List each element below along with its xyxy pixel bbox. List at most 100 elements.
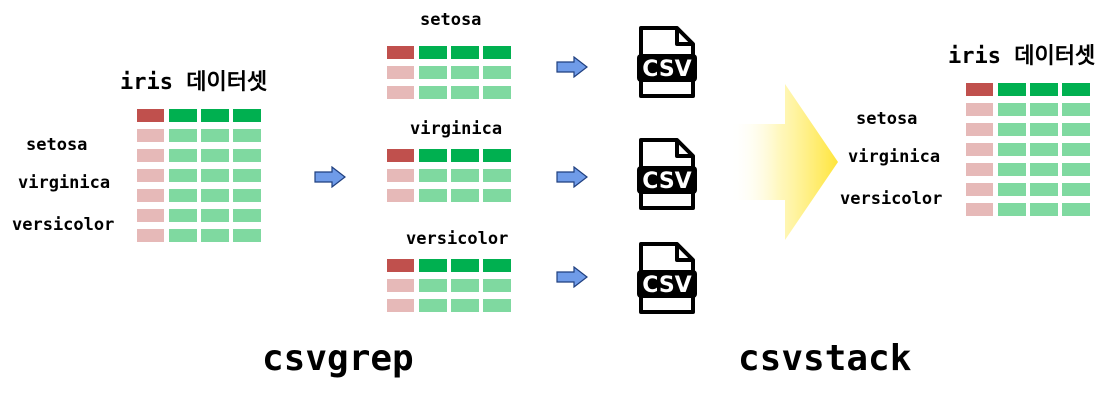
row-key-cell	[966, 143, 993, 156]
row-value-cell	[233, 169, 261, 182]
row-value-cell	[169, 229, 197, 242]
right-arrow-icon	[556, 166, 588, 188]
row-value-cell	[233, 229, 261, 242]
row-value-cell	[483, 86, 511, 99]
row-value-cell	[201, 149, 229, 162]
row-key-cell	[137, 149, 164, 162]
output-species-versicolor: versicolor	[840, 189, 943, 209]
header-value-cell	[419, 259, 447, 272]
row-value-cell	[419, 86, 447, 99]
row-value-cell	[483, 189, 511, 202]
right-arrow-icon	[314, 166, 346, 188]
row-value-cell	[998, 103, 1026, 116]
command-csvgrep: csvgrep	[262, 338, 414, 379]
row-key-cell	[387, 279, 414, 292]
row-value-cell	[998, 203, 1026, 216]
row-key-cell	[966, 163, 993, 176]
csv-file-icon: CSV	[637, 242, 697, 314]
row-value-cell	[201, 129, 229, 142]
output-species-setosa: setosa	[856, 109, 918, 129]
header-value-cell	[998, 83, 1026, 96]
row-key-cell	[137, 229, 164, 242]
row-value-cell	[233, 149, 261, 162]
row-value-cell	[1030, 143, 1058, 156]
split-label-versicolor: versicolor	[406, 229, 509, 249]
row-value-cell	[451, 86, 479, 99]
row-value-cell	[233, 129, 261, 142]
row-value-cell	[1062, 143, 1090, 156]
header-key-cell	[387, 149, 414, 162]
row-value-cell	[451, 169, 479, 182]
csv-file-icon: CSV	[637, 26, 697, 98]
header-value-cell	[1062, 83, 1090, 96]
header-value-cell	[483, 259, 511, 272]
header-value-cell	[419, 149, 447, 162]
input-species-virginica: virginica	[18, 173, 111, 193]
header-value-cell	[419, 46, 447, 59]
header-value-cell	[1030, 83, 1058, 96]
row-key-cell	[137, 129, 164, 142]
right-arrow-icon	[556, 266, 588, 288]
row-value-cell	[419, 66, 447, 79]
row-value-cell	[1030, 123, 1058, 136]
input-species-setosa: setosa	[26, 135, 88, 155]
row-value-cell	[419, 189, 447, 202]
split-label-setosa: setosa	[420, 10, 482, 30]
row-value-cell	[483, 169, 511, 182]
row-value-cell	[998, 183, 1026, 196]
header-value-cell	[201, 109, 229, 122]
csv-icon-text: CSV	[642, 273, 691, 298]
row-key-cell	[387, 299, 414, 312]
header-key-cell	[137, 109, 164, 122]
split-label-virginica: virginica	[410, 119, 503, 139]
row-value-cell	[233, 189, 261, 202]
row-value-cell	[483, 66, 511, 79]
row-value-cell	[169, 169, 197, 182]
header-value-cell	[451, 46, 479, 59]
row-key-cell	[387, 189, 414, 202]
output-title: iris 데이터셋	[948, 44, 1096, 69]
row-value-cell	[483, 279, 511, 292]
row-value-cell	[451, 189, 479, 202]
row-value-cell	[169, 189, 197, 202]
row-value-cell	[169, 209, 197, 222]
row-value-cell	[998, 143, 1026, 156]
header-key-cell	[387, 259, 414, 272]
row-value-cell	[1062, 183, 1090, 196]
row-value-cell	[201, 229, 229, 242]
row-key-cell	[966, 103, 993, 116]
header-value-cell	[451, 259, 479, 272]
row-value-cell	[1030, 183, 1058, 196]
row-value-cell	[201, 169, 229, 182]
header-value-cell	[169, 109, 197, 122]
row-value-cell	[1062, 123, 1090, 136]
row-value-cell	[451, 299, 479, 312]
row-value-cell	[451, 66, 479, 79]
row-key-cell	[966, 123, 993, 136]
header-value-cell	[483, 149, 511, 162]
row-key-cell	[966, 183, 993, 196]
row-key-cell	[137, 189, 164, 202]
row-value-cell	[451, 279, 479, 292]
row-value-cell	[419, 299, 447, 312]
row-value-cell	[233, 209, 261, 222]
header-key-cell	[387, 46, 414, 59]
header-value-cell	[233, 109, 261, 122]
row-value-cell	[1030, 203, 1058, 216]
row-value-cell	[1062, 163, 1090, 176]
header-key-cell	[966, 83, 993, 96]
row-value-cell	[998, 163, 1026, 176]
row-key-cell	[387, 169, 414, 182]
row-key-cell	[387, 66, 414, 79]
row-key-cell	[966, 203, 993, 216]
row-key-cell	[137, 169, 164, 182]
row-value-cell	[1030, 163, 1058, 176]
row-value-cell	[201, 189, 229, 202]
header-value-cell	[451, 149, 479, 162]
csv-file-icon: CSV	[637, 138, 697, 210]
row-value-cell	[998, 123, 1026, 136]
header-value-cell	[483, 46, 511, 59]
row-value-cell	[1030, 103, 1058, 116]
row-value-cell	[1062, 103, 1090, 116]
input-species-versicolor: versicolor	[12, 215, 115, 235]
